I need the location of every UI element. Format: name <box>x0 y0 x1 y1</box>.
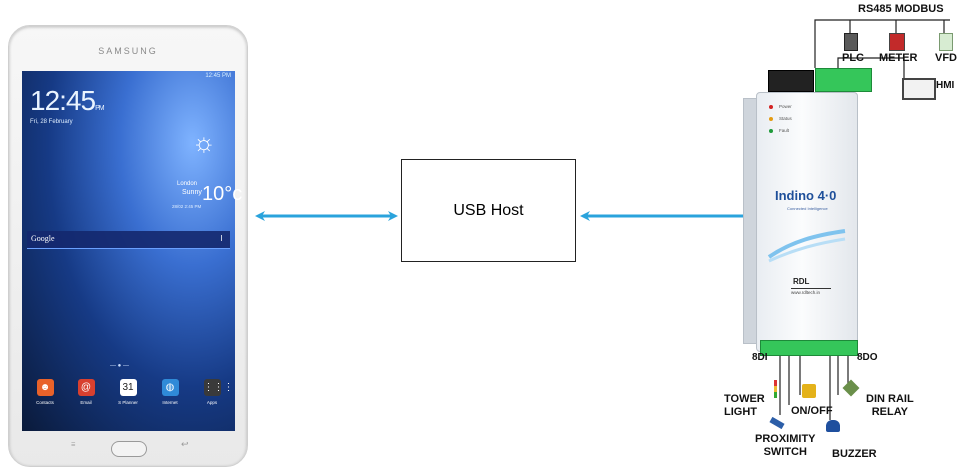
date-label: Fri, 28 February <box>30 119 73 125</box>
clock-ampm: PM <box>95 105 104 112</box>
hmi-wire <box>837 57 905 80</box>
device-brand: Indino 4·0 <box>775 188 837 203</box>
led-status <box>769 117 773 121</box>
app-label: Internet <box>162 400 178 405</box>
maker-underline <box>791 288 831 289</box>
tablet-nav-bar: ☰ ↩ <box>9 436 247 460</box>
vfd-icon <box>939 33 953 51</box>
app-dock: ☻ Contacts @ Email 31 S Planner ◍ Internet ⋮⋮⋮ Ap… <box>22 371 235 431</box>
led-label-status: Status <box>779 116 792 121</box>
google-search-bar[interactable]: Google ⏽ <box>27 231 230 249</box>
app-apps[interactable]: ⋮⋮⋮ Apps <box>194 379 234 421</box>
swoosh-graphic <box>767 229 846 263</box>
microphone-icon[interactable]: ⏽ <box>217 233 225 243</box>
device-brand-sub: Connected Intelligence <box>787 206 828 211</box>
hmi-icon <box>902 78 936 100</box>
rs485-bus-wire <box>814 19 950 68</box>
tower-light-icon <box>774 380 777 398</box>
app-email[interactable]: @ Email <box>68 379 104 421</box>
app-contacts-icon: ☻ <box>36 379 54 396</box>
app-s-planner[interactable]: 31 S Planner <box>110 379 146 421</box>
menu-key-icon[interactable]: ☰ <box>71 442 76 448</box>
home-page-indicator: — ● — <box>110 363 129 369</box>
plc-icon <box>844 33 858 51</box>
io-wires <box>779 350 849 420</box>
google-label: Google <box>31 234 55 243</box>
weather-updated: 28/02 2:45 PM <box>172 204 202 209</box>
app-contacts[interactable]: ☻ Contacts <box>27 379 63 421</box>
top-terminal-block <box>815 68 872 92</box>
device-url: www.rdltech.in <box>791 290 821 295</box>
samsung-tablet: SAMSUNG 12:45 PM 12:45PM Fri, 28 Februar… <box>8 25 248 467</box>
device-maker: RDL <box>793 277 810 286</box>
tablet-screen: 12:45 PM 12:45PM Fri, 28 February ☼ Lond… <box>22 71 242 431</box>
app-apps-icon: ⋮⋮⋮ <box>203 379 234 396</box>
hmi-label: HMI <box>936 80 955 91</box>
back-key-icon[interactable]: ↩ <box>181 439 189 449</box>
on-off-switch-icon <box>802 384 816 398</box>
sun-icon: ☼ <box>192 127 216 157</box>
status-bar-time: 12:45 PM <box>205 73 231 79</box>
plc-label: PLC <box>842 52 864 64</box>
app-label: Email <box>80 400 92 405</box>
8do-label: 8DO <box>857 352 878 363</box>
tablet-brand: SAMSUNG <box>98 46 158 56</box>
app-email-icon: @ <box>77 379 95 396</box>
on-off-label: ON/OFF <box>791 405 833 417</box>
usb-host-label: USB Host <box>453 201 524 219</box>
weather-temperature: 10°c <box>202 183 243 205</box>
tower-light-label: TOWER LIGHT <box>724 393 765 418</box>
vfd-label: VFD <box>935 52 957 64</box>
clock-time: 12:45 <box>30 85 96 116</box>
buzzer-label: BUZZER <box>832 448 877 460</box>
app-label: S Planner <box>118 400 138 405</box>
led-label-power: Power <box>779 104 792 109</box>
app-label: Apps <box>206 400 218 405</box>
din-rail-relay-label: DIN RAIL RELAY <box>866 393 914 418</box>
home-button[interactable] <box>111 441 147 457</box>
buzzer-icon <box>826 420 840 432</box>
weather-condition: Sunny <box>182 189 202 196</box>
wallpaper <box>22 71 235 431</box>
usb-host-box: USB Host <box>401 159 576 262</box>
meter-icon <box>889 33 905 51</box>
weather-city: London <box>177 181 198 187</box>
proximity-switch-label: PROXIMITY SWITCH <box>755 433 816 458</box>
app-s-planner-icon: 31 <box>119 379 137 396</box>
led-power <box>769 105 773 109</box>
rs485-modbus-label: RS485 MODBUS <box>858 3 944 15</box>
bottom-terminal-block <box>760 340 858 356</box>
app-internet[interactable]: ◍ Internet <box>152 379 188 421</box>
8di-label: 8DI <box>752 352 768 363</box>
led-fault <box>769 129 773 133</box>
meter-label: METER <box>879 52 918 64</box>
led-label-fault: Fault <box>779 128 790 133</box>
top-connector <box>768 70 814 92</box>
app-internet-icon: ◍ <box>161 379 179 396</box>
clock-widget: 12:45PM <box>30 85 105 117</box>
app-label: Contacts <box>36 400 54 405</box>
